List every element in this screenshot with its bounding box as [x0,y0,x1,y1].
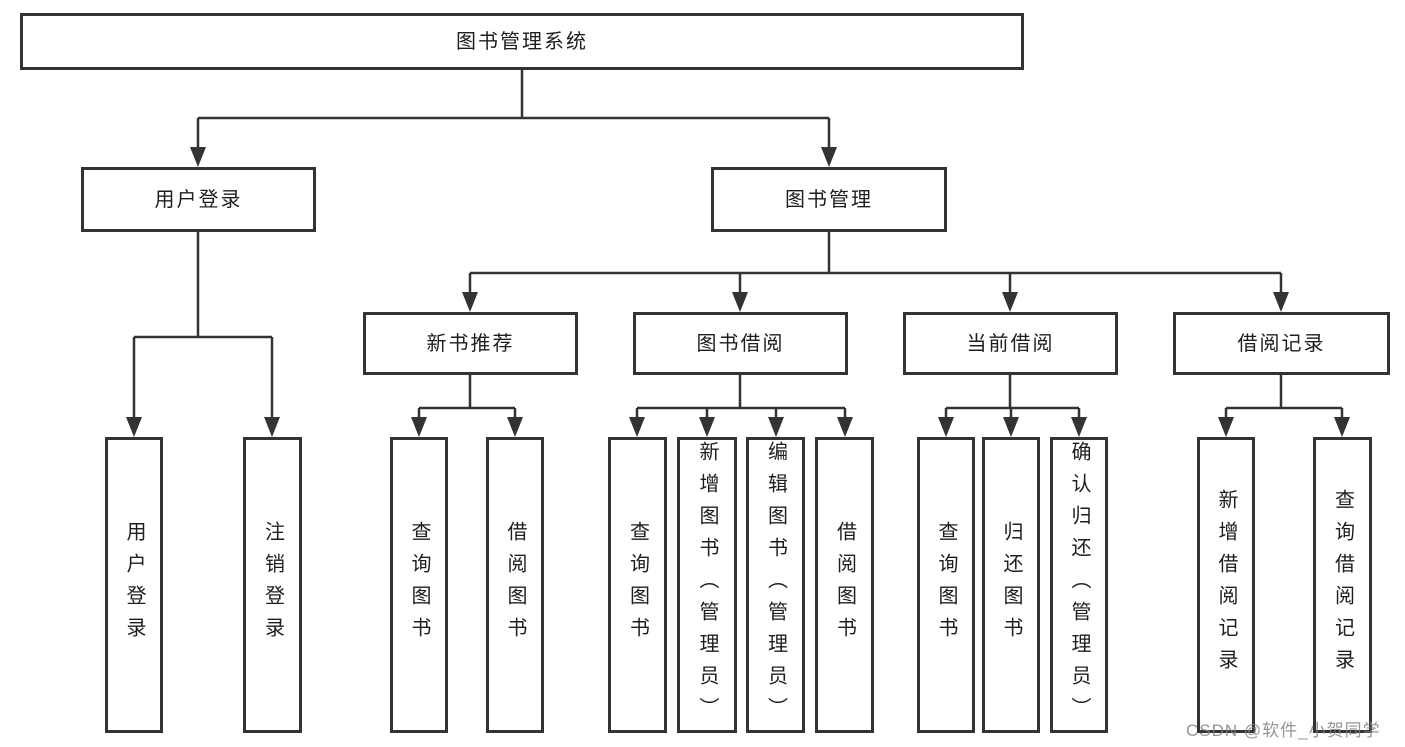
leaf-borrow-query-books: 查询图书 [608,437,667,733]
leaf-return-books: 归还图书 [982,437,1040,733]
leaf-confirm-return-admin-label: 确认归还（管理员） [1068,441,1090,729]
node-root: 图书管理系统 [20,13,1024,70]
leaf-add-borrow-record-label: 新增借阅记录 [1215,489,1237,681]
node-current-borrow: 当前借阅 [903,312,1118,375]
leaf-recommend-query-books: 查询图书 [390,437,448,733]
leaf-confirm-return-admin: 确认归还（管理员） [1050,437,1108,733]
leaf-recommend-borrow-books: 借阅图书 [486,437,544,733]
leaf-current-query-books-label: 查询图书 [935,521,957,649]
leaf-borrow-books-label: 借阅图书 [833,521,856,649]
leaf-current-query-books: 查询图书 [917,437,975,733]
leaf-edit-books-admin: 编辑图书（管理员） [746,437,805,733]
leaf-user-login-label: 用户登录 [123,521,145,649]
node-book-borrow: 图书借阅 [633,312,848,375]
leaf-return-books-label: 归还图书 [1000,521,1022,649]
node-current-borrow-label: 当前借阅 [966,332,1055,355]
leaf-borrow-query-books-label: 查询图书 [626,521,649,649]
leaf-user-login: 用户登录 [105,437,163,733]
node-new-book-recommend-label: 新书推荐 [426,332,515,355]
node-book-management: 图书管理 [711,167,947,232]
leaf-add-borrow-record: 新增借阅记录 [1197,437,1255,733]
leaf-query-borrow-record: 查询借阅记录 [1313,437,1372,733]
leaf-recommend-query-books-label: 查询图书 [408,521,430,649]
csdn-watermark: CSDN @软件_小贺同学 [1186,721,1381,740]
leaf-query-borrow-record-label: 查询借阅记录 [1331,489,1354,681]
leaf-logout-label: 注销登录 [261,521,284,649]
node-root-label: 图书管理系统 [456,30,588,53]
leaf-add-books-admin-label: 新增图书（管理员） [696,441,718,729]
node-book-borrow-label: 图书借阅 [696,332,785,355]
leaf-add-books-admin: 新增图书（管理员） [677,437,737,733]
leaf-edit-books-admin-label: 编辑图书（管理员） [764,441,787,729]
leaf-borrow-books: 借阅图书 [815,437,874,733]
connector-paths [132,70,1344,419]
node-new-book-recommend: 新书推荐 [363,312,578,375]
leaf-recommend-borrow-books-label: 借阅图书 [504,521,526,649]
leaf-logout: 注销登录 [243,437,302,733]
node-borrow-records-label: 借阅记录 [1237,332,1326,355]
node-user-login: 用户登录 [81,167,316,232]
node-book-management-label: 图书管理 [785,188,873,211]
arrowheads [126,147,1350,437]
node-user-login-label: 用户登录 [154,188,243,211]
node-borrow-records: 借阅记录 [1173,312,1390,375]
